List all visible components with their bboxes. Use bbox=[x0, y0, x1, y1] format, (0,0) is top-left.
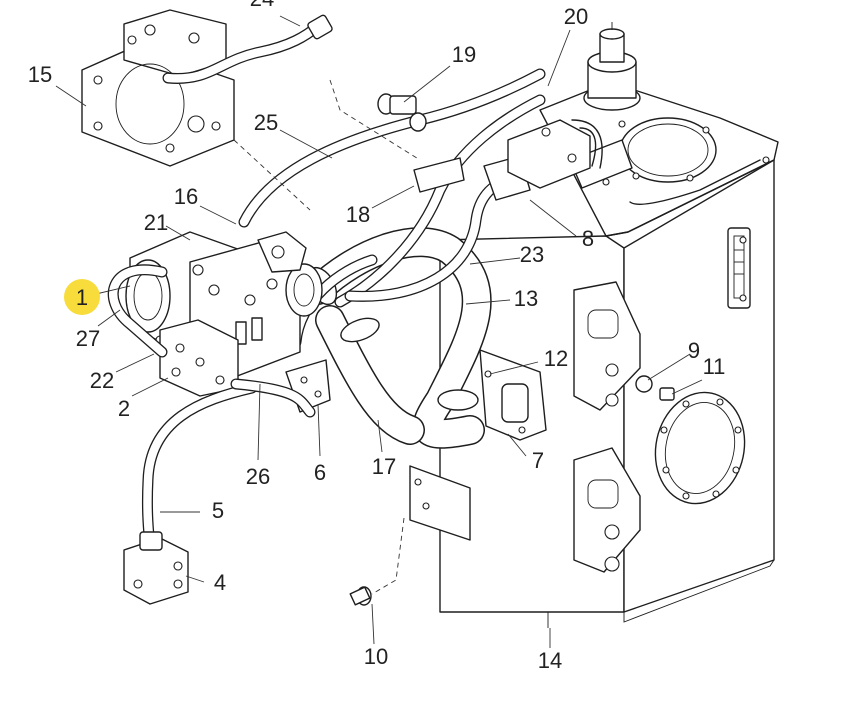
main-hydraulic-pump bbox=[107, 231, 331, 413]
callout-19[interactable]: 19 bbox=[452, 42, 476, 67]
callout-11[interactable]: 11 bbox=[703, 354, 726, 379]
adapter-fitting bbox=[377, 93, 427, 132]
callout-27[interactable]: 27 bbox=[76, 326, 100, 351]
callout-15[interactable]: 15 bbox=[28, 62, 52, 87]
callout-5[interactable]: 5 bbox=[212, 498, 224, 523]
callout-12[interactable]: 12 bbox=[544, 346, 568, 371]
callout-16[interactable]: 16 bbox=[174, 184, 198, 209]
callout-6[interactable]: 6 bbox=[314, 460, 326, 485]
callout-labels: 1 2 4 5 6 7 8 9 10 11 12 13 14 15 16 17 … bbox=[28, 0, 726, 673]
callout-22[interactable]: 22 bbox=[90, 368, 114, 393]
callout-leader-lines bbox=[55, 15, 703, 648]
callout-9[interactable]: 9 bbox=[688, 338, 700, 363]
auxiliary-pump bbox=[81, 9, 333, 167]
callout-1[interactable]: 1 bbox=[76, 285, 88, 310]
callout-26[interactable]: 26 bbox=[246, 464, 270, 489]
callout-14[interactable]: 14 bbox=[538, 648, 562, 673]
loose-hardware bbox=[349, 375, 675, 606]
callout-21[interactable]: 21 bbox=[144, 210, 168, 235]
callout-2[interactable]: 2 bbox=[118, 396, 130, 421]
callout-4[interactable]: 4 bbox=[214, 570, 226, 595]
callout-25[interactable]: 25 bbox=[254, 110, 278, 135]
callout-23[interactable]: 23 bbox=[520, 242, 544, 267]
callout-13[interactable]: 13 bbox=[514, 286, 538, 311]
assembly-dashed-lines bbox=[233, 79, 421, 595]
callout-17[interactable]: 17 bbox=[372, 454, 396, 479]
callout-20[interactable]: 20 bbox=[564, 4, 588, 29]
pilot-line-and-valve bbox=[123, 378, 316, 605]
callout-18[interactable]: 18 bbox=[346, 202, 370, 227]
callout-10[interactable]: 10 bbox=[364, 644, 388, 669]
callout-7[interactable]: 7 bbox=[532, 448, 544, 473]
callout-8[interactable]: 8 bbox=[582, 226, 594, 251]
callout-24[interactable]: 24 bbox=[250, 0, 274, 11]
callout-1-highlight bbox=[64, 279, 100, 315]
